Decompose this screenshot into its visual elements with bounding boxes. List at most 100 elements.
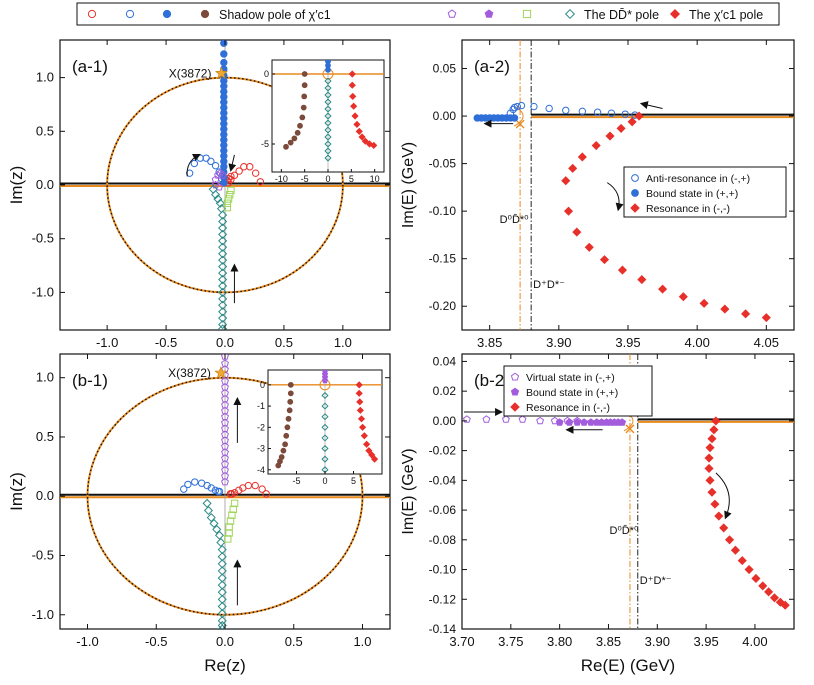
x-tick-label: 1.0 — [334, 335, 352, 350]
pole-point-red-open — [226, 490, 235, 498]
legend-marker — [510, 387, 520, 396]
y-tick-label: -0.5 — [32, 548, 54, 563]
inset-point-teal — [324, 98, 332, 106]
pole-point-series-0 — [517, 101, 526, 110]
pole-point-purple-open — [221, 430, 229, 438]
inset-point-blue-filled — [325, 60, 331, 65]
inset-point-brown — [285, 415, 292, 422]
pole-point-blue-open — [207, 484, 215, 492]
pole-point-series-2 — [561, 176, 571, 186]
y-axis-label: Im(z) — [7, 166, 26, 205]
pole-point-purple-open — [221, 383, 229, 391]
pole-point-series-1 — [555, 418, 564, 426]
pole-point-series-0 — [562, 106, 570, 115]
x-tick-label: 0.5 — [285, 634, 303, 649]
y-tick-label: 1.0 — [36, 70, 54, 85]
pole-point-teal — [218, 287, 228, 297]
pole-point-series-2 — [769, 593, 780, 603]
unit-circle-dotted — [106, 76, 344, 294]
pole-point-series-0 — [545, 104, 553, 113]
inset-point-chi-red — [355, 389, 363, 397]
legend-marker — [510, 372, 520, 381]
pole-point-series-2 — [605, 131, 615, 141]
inset-point-chi-red — [365, 447, 373, 455]
pole-point-red-open — [251, 169, 260, 177]
pole-point-teal — [218, 216, 228, 227]
legend-marker-virtual-purple-open — [447, 9, 457, 18]
threshold-cross-icon — [515, 119, 525, 129]
pole-point-purple-open — [221, 406, 229, 415]
inset-point-chi-red — [355, 381, 363, 389]
pole-point-series-0 — [578, 107, 587, 116]
inset-point-brown — [297, 122, 303, 129]
legend-label: Resonance in (-,-) — [526, 402, 610, 414]
inset-point-brown — [283, 432, 290, 439]
trajectory-arrow — [228, 154, 237, 172]
pole-point-red-open — [258, 485, 266, 493]
panel-label: (a-2) — [474, 57, 510, 76]
plot-area — [60, 40, 390, 330]
y-tick-label: -0.14 — [429, 622, 457, 636]
inset-point-teal — [324, 84, 332, 92]
x-tick-label: 1.0 — [353, 634, 371, 649]
pole-point-series-2 — [720, 304, 730, 314]
inset-y-tick-label: 0 — [264, 69, 269, 79]
pole-point-teal — [218, 300, 228, 310]
pole-point-green-open — [226, 190, 234, 199]
pole-point-series-2 — [709, 425, 719, 435]
inset-point-chi-red — [349, 92, 357, 100]
x3872-annotation: X(3872) — [169, 66, 212, 80]
pole-point-series-2 — [775, 597, 785, 607]
top-legend-box — [76, 2, 780, 26]
legend-label: Anti-resonance in (-,+) — [646, 173, 750, 185]
pole-point-red-open — [240, 163, 248, 171]
inset-x-tick-label: 0 — [322, 476, 327, 486]
inset-x-tick-label: -10 — [275, 174, 288, 184]
x-tick-label: 3.95 — [615, 335, 640, 350]
legend-label: Bound state in (+,+) — [646, 188, 738, 200]
pole-point-series-2 — [758, 581, 768, 591]
trajectory-arrow — [715, 472, 732, 520]
inset-point-brown — [283, 143, 289, 150]
pole-point-teal — [203, 505, 214, 516]
pole-point-teal — [216, 537, 226, 548]
inset-point-teal — [324, 147, 332, 155]
pole-point-purple-open — [221, 418, 229, 427]
pole-point-blue-open — [207, 157, 215, 166]
inset-point-teal — [324, 119, 332, 127]
inset-point-brown — [287, 139, 294, 146]
pole-point-teal — [218, 262, 228, 272]
inset-point-chi-red — [361, 137, 369, 145]
pole-point-series-2 — [780, 600, 790, 610]
x-axis-label: Re(E) (GeV) — [581, 656, 675, 675]
inset-point-teal — [324, 112, 332, 120]
pole-point-green-open — [224, 195, 233, 203]
legend-label: Resonance in (-,-) — [646, 203, 730, 215]
pole-point-series-2 — [725, 535, 735, 545]
pole-point-purple-open — [221, 436, 229, 444]
pole-point-series-2 — [714, 511, 724, 521]
inset-point-brown — [284, 424, 291, 431]
inset-point-brown — [300, 104, 307, 111]
pole-point-series-2 — [599, 255, 610, 265]
inset-y-tick-label: -4 — [257, 465, 265, 475]
pole-point-blue-open — [185, 169, 194, 177]
y-tick-label: -0.20 — [429, 299, 457, 313]
plot-area — [473, 40, 794, 330]
pole-point-series-2 — [751, 573, 761, 584]
pole-point-purple-open — [221, 442, 229, 450]
inset-point-teal — [324, 77, 332, 85]
trajectory-arrow — [606, 182, 624, 212]
inset-point-brown — [301, 71, 308, 77]
pole-point-teal — [215, 198, 225, 208]
y-tick-label: 0.04 — [433, 354, 457, 368]
pole-point-series-0 — [513, 102, 522, 111]
pole-point-series-0 — [530, 102, 538, 111]
y-tick-label: -0.02 — [429, 444, 457, 458]
pole-point-series-2 — [584, 242, 594, 252]
inset-point-teal — [324, 105, 332, 113]
legend-label-dd-teal: The DD̄* pole — [584, 8, 659, 22]
y-tick-label: -0.08 — [429, 533, 457, 547]
legend-marker-shadow-blue-open — [125, 9, 135, 19]
